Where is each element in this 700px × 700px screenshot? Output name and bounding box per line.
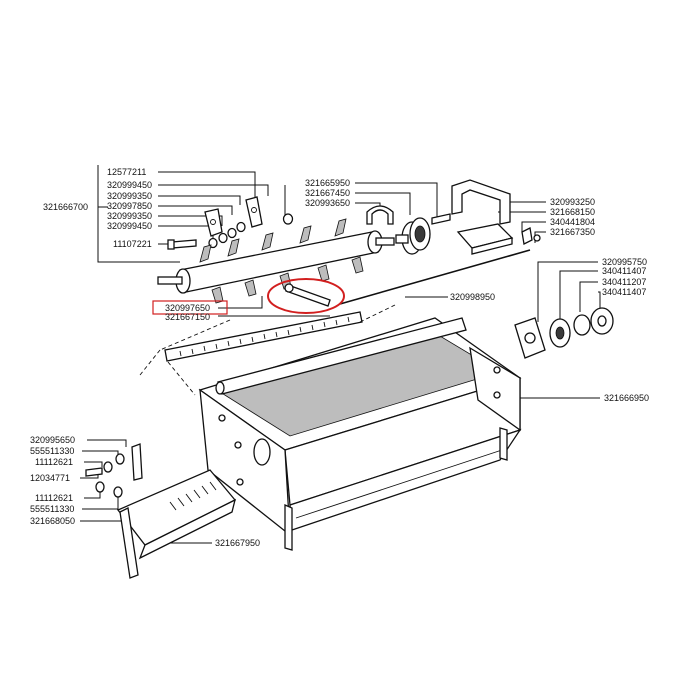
callout-label: 321667950 <box>215 538 260 548</box>
callout-label: 320999450 <box>107 221 152 231</box>
bearing-group <box>514 307 614 359</box>
slotted-strip <box>164 311 363 362</box>
highlight-ellipse <box>267 278 345 314</box>
callout-label: 321667150 <box>165 312 210 322</box>
highlighted-label-box <box>152 300 228 315</box>
callout-label: 11112621 <box>35 457 73 467</box>
hopper-body <box>198 317 522 551</box>
assembly-guides <box>139 304 396 396</box>
callout-label: 320993650 <box>305 198 350 208</box>
callout-label: 12034771 <box>30 473 70 483</box>
callout-label: 340411207 <box>602 277 646 287</box>
callout-label: 320999350 <box>107 191 152 201</box>
callout-label: 340411407 <box>602 287 646 297</box>
callout-label: 321666950 <box>604 393 649 403</box>
callout-label: 321667450 <box>305 188 350 198</box>
callout-label: 320997850 <box>107 201 152 211</box>
callout-label: 320999450 <box>107 180 152 190</box>
callout-label: 555511330 <box>30 504 74 514</box>
callout-label: 321667350 <box>550 227 595 237</box>
callout-label: 340441804 <box>550 217 595 227</box>
callout-label: 320995650 <box>30 435 75 445</box>
shaft-assembly <box>157 218 395 304</box>
callout-label: 320998950 <box>450 292 495 302</box>
callout-label: 11112621 <box>35 493 73 503</box>
callout-label: 12577211 <box>107 167 146 177</box>
callout-label: 340411407 <box>602 266 646 276</box>
callout-label: 320999350 <box>107 211 152 221</box>
callout-labels: 12577211 320999450 320999350 320997850 3… <box>30 167 649 548</box>
callout-label: 321665950 <box>305 178 350 188</box>
callout-label-highlighted: 320997650 <box>165 303 210 313</box>
pulley-group <box>366 205 451 255</box>
callout-label: 320995750 <box>602 257 647 267</box>
callout-label: 321668050 <box>30 516 75 526</box>
highlighted-pin <box>267 278 345 314</box>
leader-lines <box>80 165 601 544</box>
lower-plate-assembly <box>85 443 237 579</box>
callout-label: 320993250 <box>550 197 595 207</box>
callout-label: 321666700 <box>43 202 88 212</box>
bracket-group-top-right <box>339 179 541 305</box>
callout-label: 11107221 <box>113 239 152 249</box>
fastener-group-upper-left <box>167 196 294 250</box>
callout-label: 555511330 <box>30 446 74 456</box>
callout-label: 321668150 <box>550 207 595 217</box>
